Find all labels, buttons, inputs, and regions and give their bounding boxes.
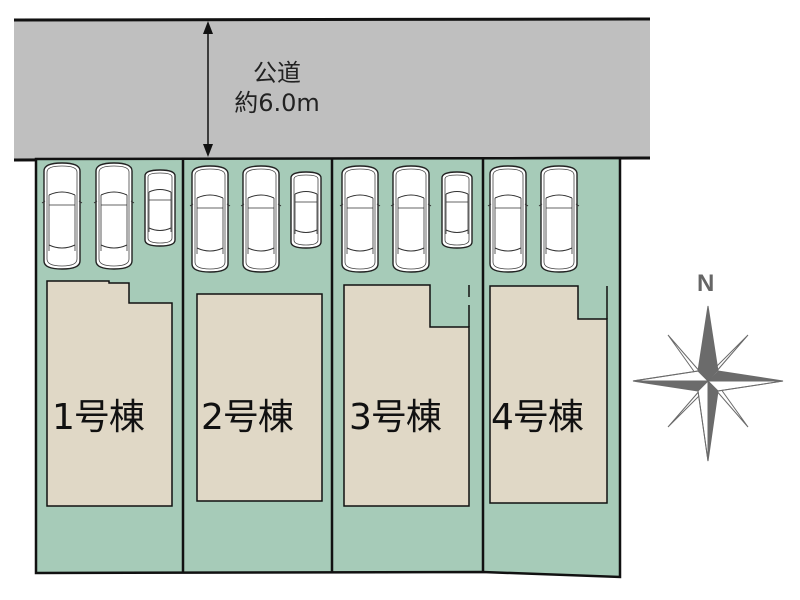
lot-4-label: 4号棟 bbox=[491, 397, 584, 438]
house-3-footprint bbox=[343, 284, 470, 507]
north-label: N bbox=[697, 270, 715, 297]
car-icon bbox=[290, 171, 322, 249]
house-4-footprint bbox=[489, 285, 608, 504]
car-icon bbox=[41, 162, 83, 270]
car-icon bbox=[93, 162, 135, 270]
car-icon bbox=[487, 165, 529, 273]
car-icon bbox=[339, 165, 381, 273]
road-width: 約6.0m bbox=[234, 89, 320, 117]
lot-1-label: 1号棟 bbox=[52, 397, 145, 438]
lot-3-label: 3号棟 bbox=[349, 397, 442, 438]
lots bbox=[34, 156, 622, 579]
car-icon bbox=[538, 165, 580, 273]
lot-2-label: 2号棟 bbox=[201, 397, 294, 438]
road-label: 公道 約6.0m bbox=[212, 58, 342, 118]
house-2-footprint bbox=[196, 293, 323, 502]
compass-rose-icon bbox=[632, 305, 784, 462]
road-width-arrow-icon bbox=[203, 21, 213, 157]
car-icon bbox=[441, 171, 473, 249]
road-name: 公道 bbox=[253, 59, 301, 87]
house-1-footprint bbox=[46, 280, 173, 507]
car-icon bbox=[189, 165, 231, 273]
car-icon bbox=[144, 169, 176, 247]
car-icon bbox=[390, 165, 432, 273]
car-icon bbox=[240, 165, 282, 273]
